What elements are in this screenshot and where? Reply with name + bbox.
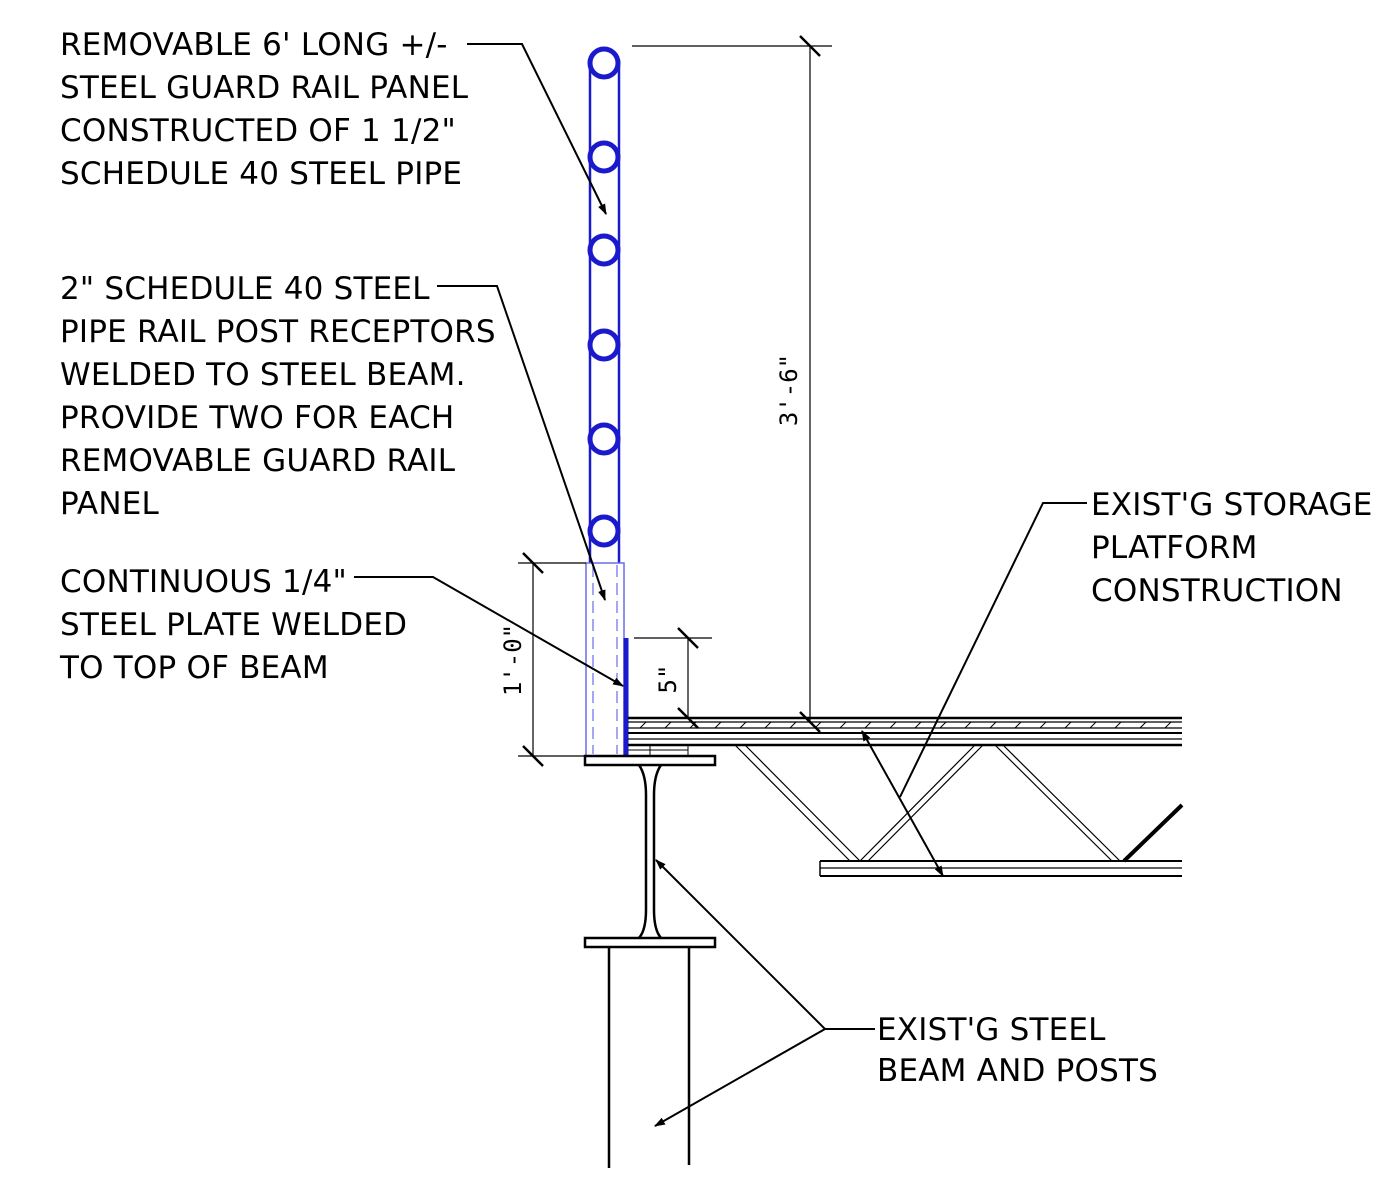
dimension-plate-height: 5" (634, 627, 712, 729)
dim-label-rail-height: 3'-6" (775, 354, 803, 426)
leader-platform (861, 502, 1087, 877)
steel-i-beam (583, 754, 717, 949)
leader-beam-posts (654, 859, 875, 1127)
note-guard-rail: REMOVABLE 6' LONG +/- STEEL GUARD RAIL P… (60, 27, 478, 192)
steel-posts (607, 947, 691, 1168)
rail-pipe-3 (587, 233, 621, 267)
dim-label-receptor-height: 1'-0" (499, 624, 527, 696)
leader-post-receptors (437, 285, 606, 602)
rail-pipe-5 (587, 422, 621, 456)
dimension-receptor-height: 1'-0" (499, 552, 586, 767)
note-steel-plate: CONTINUOUS 1/4" STEEL PLATE WELDED TO TO… (59, 564, 417, 686)
dimension-rail-height: 3'-6" (632, 35, 832, 733)
platform-joist (734, 744, 1184, 877)
leader-guard-rail (467, 43, 607, 215)
note-platform: EXIST'G STORAGE PLATFORM CONSTRUCTION (1091, 487, 1383, 609)
note-post-receptors: 2" SCHEDULE 40 STEEL PIPE RAIL POST RECE… (60, 271, 506, 522)
post-receptor (585, 562, 625, 757)
note-beam-posts: EXIST'G STEEL BEAM AND POSTS (877, 1012, 1158, 1089)
rail-pipe-6 (587, 514, 621, 548)
platform-deck (628, 716, 1182, 756)
rail-pipe-2 (587, 140, 621, 174)
leader-steel-plate (354, 576, 624, 687)
rail-pipe-1 (587, 46, 621, 80)
guard-rail-panel (587, 46, 621, 563)
rail-pipe-4 (587, 328, 621, 362)
dim-label-plate-height: 5" (654, 665, 682, 694)
